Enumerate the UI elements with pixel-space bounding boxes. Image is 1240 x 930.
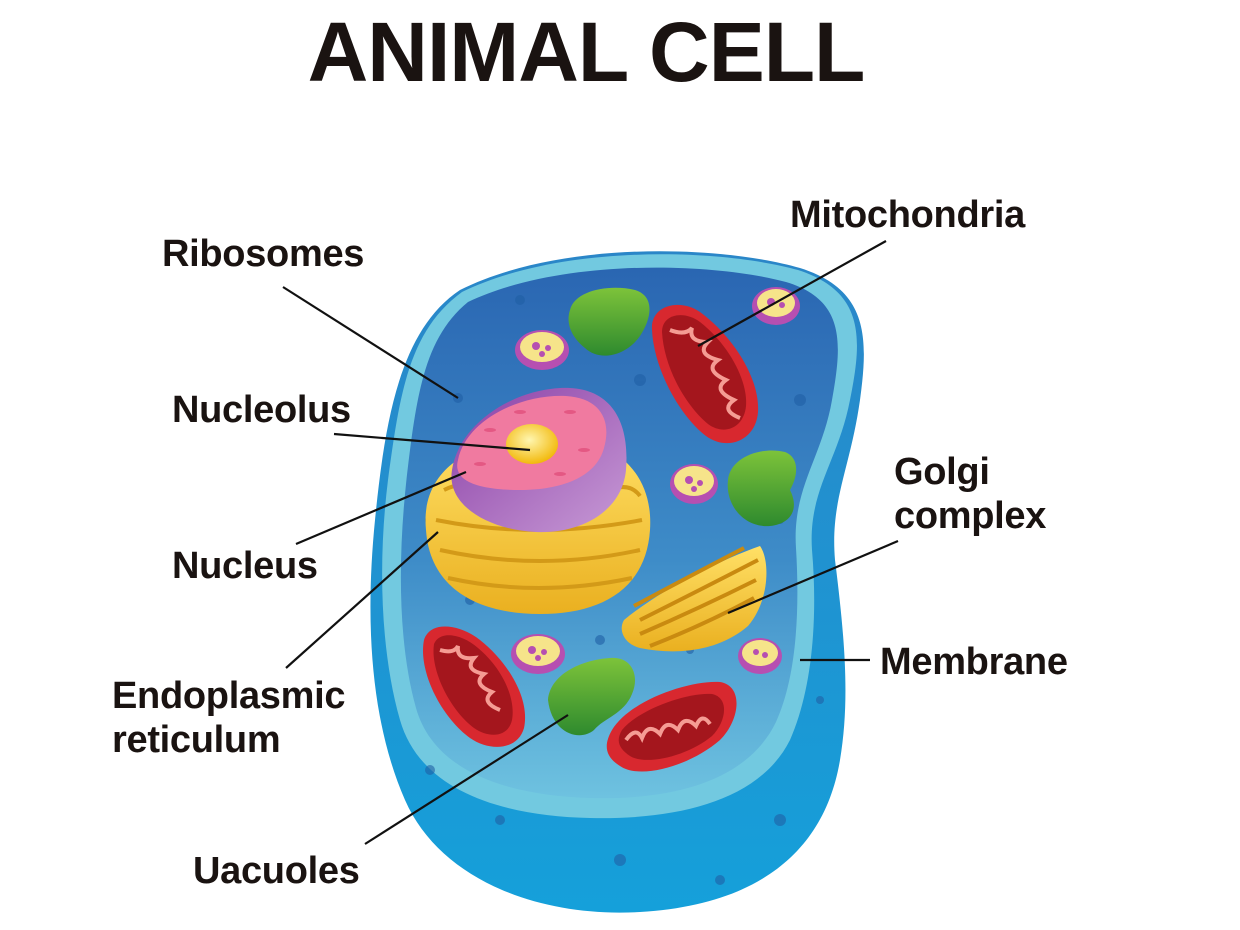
label-vacuoles: Uacuoles <box>193 850 360 892</box>
mitochondrion <box>423 626 526 747</box>
mitochondrion <box>651 304 759 444</box>
vacuole <box>727 450 797 527</box>
label-endoplasmic-reticulum: Endoplasmic reticulum <box>112 675 346 761</box>
label-golgi-complex: Golgi complex <box>894 451 1047 537</box>
golgi-complex <box>621 546 767 652</box>
nucleolus <box>506 424 558 464</box>
vacuole <box>568 287 650 356</box>
label-ribosomes: Ribosomes <box>162 233 365 275</box>
page-title: ANIMAL CELL <box>307 5 866 99</box>
label-mitochondria: Mitochondria <box>790 194 1025 236</box>
label-nucleus: Nucleus <box>172 545 318 587</box>
leader-lines <box>282 240 899 845</box>
mitochondrion <box>606 681 737 772</box>
vacuole <box>548 657 636 736</box>
label-nucleolus: Nucleolus <box>172 389 351 431</box>
label-membrane: Membrane <box>880 641 1068 683</box>
nucleus <box>425 387 651 614</box>
